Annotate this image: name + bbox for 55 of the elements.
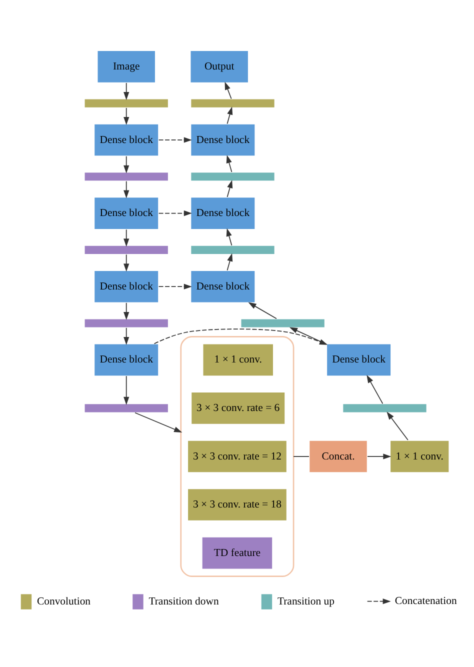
node-box: Dense block	[326, 342, 392, 376]
arrow	[226, 252, 233, 270]
arrow	[124, 82, 130, 100]
node-box: 1 × 1 conv.	[202, 342, 274, 376]
arrow	[124, 155, 130, 173]
node-box: 3 × 3 conv. rate = 18	[187, 488, 288, 521]
arrow	[366, 374, 384, 404]
node-bar	[190, 171, 276, 182]
node-bar	[84, 171, 169, 182]
node-bar	[190, 244, 276, 254]
arrow	[226, 179, 233, 197]
arrow	[367, 453, 392, 459]
legend-label: Concatenation	[394, 594, 457, 607]
arrow	[134, 412, 182, 432]
node-bar	[84, 318, 169, 328]
legend-label: Transition down	[148, 595, 219, 608]
arrow	[226, 106, 233, 124]
node-box: Dense block	[94, 342, 159, 376]
node-bar	[240, 318, 326, 328]
node-box: Dense block	[94, 196, 159, 230]
arrow	[124, 375, 130, 404]
node-bar	[342, 402, 428, 413]
arrow	[124, 228, 130, 246]
node-box: 1 × 1 conv.	[390, 439, 450, 473]
node-box: 3 × 3 conv. rate = 12	[187, 439, 288, 473]
cluster	[180, 336, 294, 576]
arrow	[124, 180, 130, 198]
arrow	[158, 210, 192, 216]
node-bar	[84, 244, 169, 254]
node-box: 3 × 3 conv. rate = 6	[190, 391, 286, 424]
node-box: Dense block	[190, 196, 256, 230]
legend-label: Transition up	[277, 595, 335, 608]
arrow	[124, 107, 130, 125]
node-box: Dense block	[190, 270, 256, 303]
arrow	[226, 228, 232, 246]
node-box: Concat.	[308, 439, 368, 473]
node-bar	[84, 402, 169, 413]
arrow	[248, 302, 277, 319]
arrow	[124, 326, 130, 344]
node-bar	[190, 98, 276, 108]
node-box: Image	[96, 50, 156, 83]
arrow	[226, 154, 232, 172]
arrow	[124, 302, 130, 320]
legend-label: Convolution	[36, 595, 91, 608]
arrow	[158, 136, 192, 142]
node-box: Dense block	[190, 122, 256, 156]
node-box: TD feature	[201, 536, 273, 570]
node-box: Dense block	[94, 270, 159, 303]
node-box: Dense block	[94, 122, 159, 156]
arrow	[124, 254, 130, 272]
node-bar	[84, 98, 169, 108]
arrow	[386, 411, 408, 440]
arrow	[158, 283, 192, 289]
node-box: Output	[190, 50, 249, 83]
arrow	[224, 81, 232, 99]
